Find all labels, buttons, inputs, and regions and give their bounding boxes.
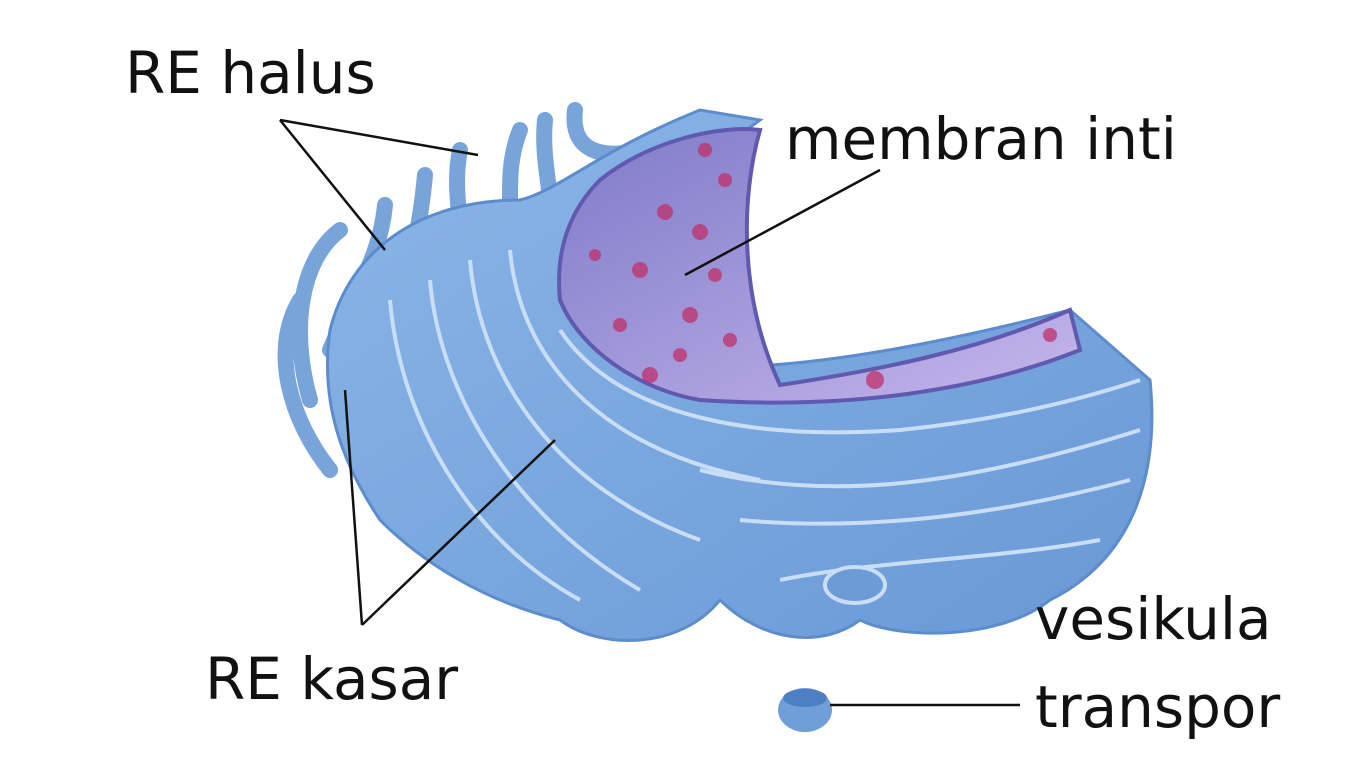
- leader-lines: [279, 118, 1020, 707]
- vesicle-bud: [823, 565, 887, 605]
- er-cisternae: [388, 249, 1141, 602]
- nuclear-membrane-shape: [557, 127, 1083, 405]
- ribosomes: [589, 143, 1057, 389]
- label-smooth-er: RE halus: [125, 39, 376, 107]
- label-nuclear-membrane: membran inti: [785, 105, 1177, 173]
- label-rough-er: RE kasar: [205, 645, 459, 713]
- label-vesicle-line2: transpor: [1035, 673, 1281, 741]
- label-vesicle-line1: vesikula: [1035, 585, 1272, 653]
- transport-vesicle: [778, 688, 832, 732]
